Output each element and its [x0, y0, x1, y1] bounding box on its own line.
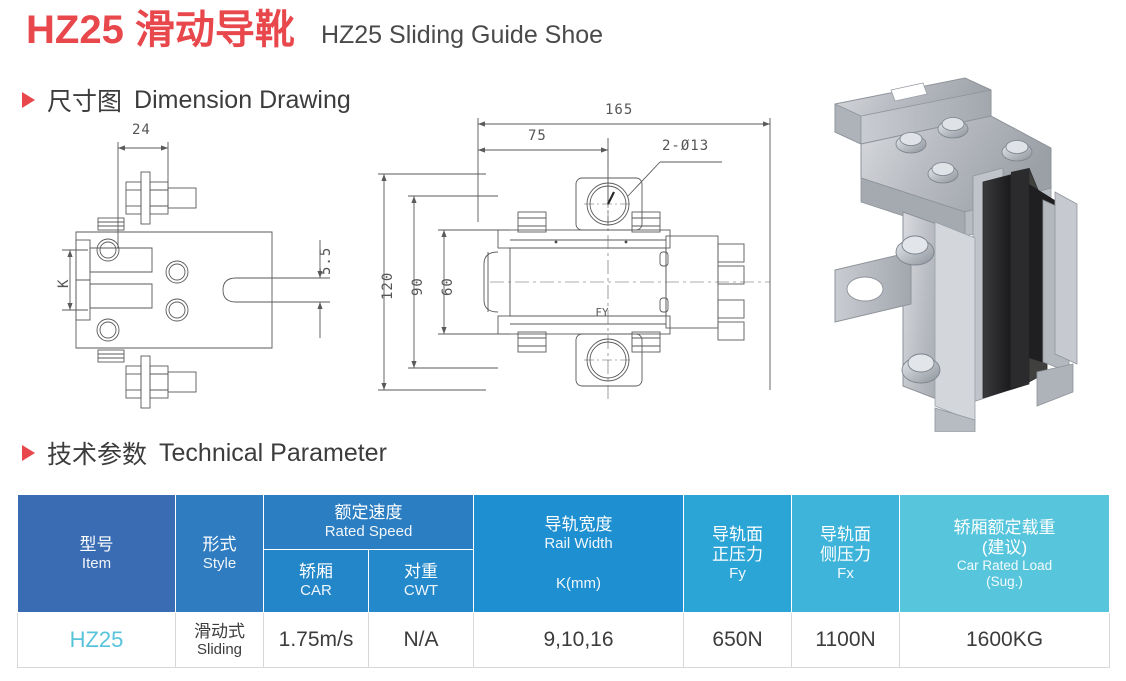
table-header-row-2: 轿厢 CAR 对重 CWT	[18, 549, 1110, 613]
cell-rail-width: 9,10,16	[473, 612, 685, 668]
dimension-label-75: 75	[528, 128, 547, 144]
dimension-label-90: 90	[410, 277, 426, 296]
plan-view-svg: FY	[378, 118, 771, 400]
section-heading-dimension-cn: 尺寸图	[47, 88, 123, 116]
cell-speed-car: 1.75m/s	[263, 612, 369, 668]
triangle-right-icon	[22, 445, 35, 461]
cell-speed-cwt: N/A	[367, 612, 475, 668]
dimension-label-2-dia-13: 2-Ø13	[662, 138, 710, 154]
section-heading-dimension: 尺寸图 Dimension Drawing	[22, 82, 351, 118]
cell-model: HZ25	[17, 612, 176, 668]
header-cell-speed-cwt: 对重 CWT	[367, 549, 475, 613]
header-cell-rail-width: 导轨宽度 Rail Width K(mm)	[473, 494, 685, 613]
cell-fy: 650N	[683, 612, 793, 668]
header-cell-style: 形式 Style	[175, 494, 264, 613]
dimension-label-k: K	[56, 278, 72, 288]
section-heading-technical-cn: 技术参数	[47, 441, 148, 469]
dimension-label-120: 120	[380, 271, 396, 300]
page-title: HZ25 滑动导靴 HZ25 Sliding Guide Shoe	[26, 10, 603, 50]
section-heading-technical-en: Technical Parameter	[159, 438, 387, 467]
header-cell-item: 型号 Item	[17, 494, 176, 613]
table-row: HZ25 滑动式 Sliding 1.75m/s N/A 9,10,16 650…	[17, 612, 1111, 668]
dimension-label-5p5: 5.5	[318, 246, 334, 275]
header-cell-car-rated-load: 轿厢额定载重 (建议) Car Rated Load (Sug.)	[899, 494, 1111, 613]
front-view-svg	[62, 142, 330, 409]
cell-fx: 1100N	[791, 612, 901, 668]
page-title-en: HZ25 Sliding Guide Shoe	[320, 21, 604, 49]
dimension-drawing-front-view: 24 5.5 K	[40, 120, 360, 410]
part-mark-fy: FY	[595, 306, 609, 319]
technical-parameter-table: 型号 Item 形式 Style 额定速度 Rated Speed 导轨宽度 R…	[17, 494, 1111, 668]
table-header-row-1: 型号 Item 形式 Style 额定速度 Rated Speed 导轨宽度 R…	[17, 494, 1111, 613]
page-title-cn: HZ25 滑动导靴	[26, 8, 295, 52]
dimension-label-60: 60	[440, 277, 456, 296]
header-cell-rated-speed: 额定速度 Rated Speed	[262, 494, 475, 550]
section-heading-dimension-en: Dimension Drawing	[134, 85, 351, 114]
triangle-right-icon	[22, 92, 35, 108]
product-photo-svg	[834, 77, 1078, 433]
dimension-label-165: 165	[605, 102, 634, 118]
cell-style: 滑动式 Sliding	[175, 612, 264, 668]
header-cell-speed-car: 轿厢 CAR	[263, 549, 369, 613]
product-photo	[815, 72, 1115, 433]
section-heading-technical: 技术参数 Technical Parameter	[22, 435, 387, 471]
dimension-drawing-plan-view: FY 165 75 2-Ø13 120 90 60	[370, 100, 790, 410]
cell-car-rated-load: 1600KG	[899, 612, 1111, 668]
dimension-label-24: 24	[132, 122, 151, 138]
header-cell-fx: 导轨面 侧压力 Fx	[791, 494, 901, 613]
header-cell-fy: 导轨面 正压力 Fy	[683, 494, 793, 613]
